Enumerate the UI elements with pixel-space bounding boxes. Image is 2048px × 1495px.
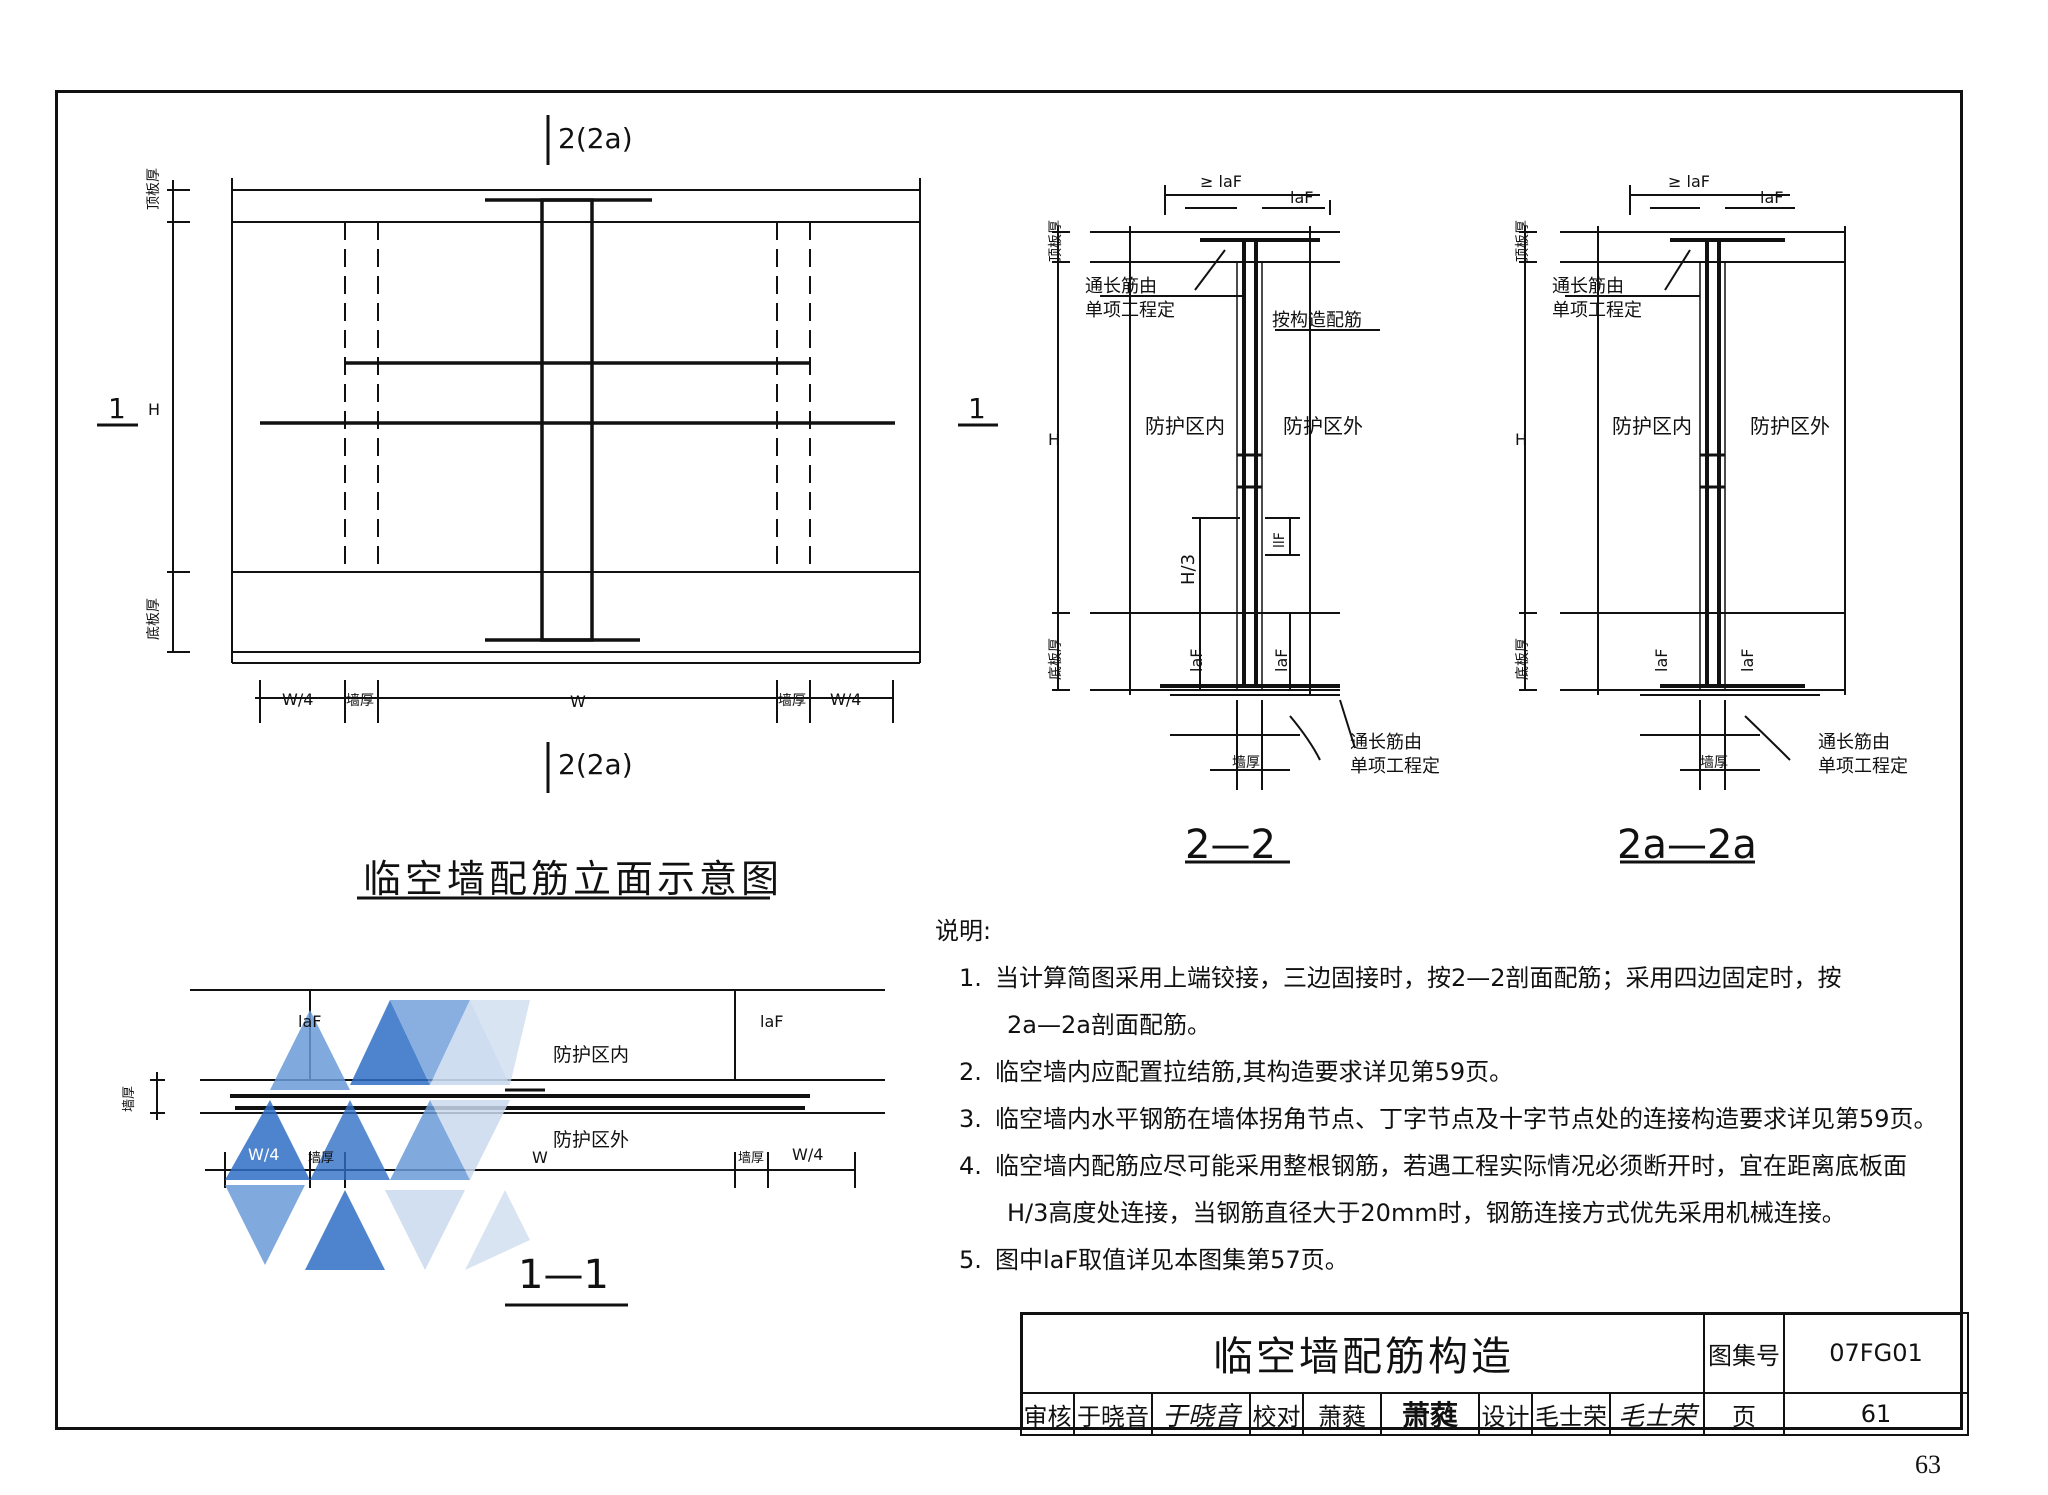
designer: 毛士荣 bbox=[1531, 1392, 1611, 1436]
note-item-cont: H/3高度处连接，当钢筋直径大于20mm时，钢筋连接方式优先采用机械连接。 bbox=[1007, 1199, 1846, 1227]
s22-laf-b2: laF bbox=[1272, 648, 1291, 672]
watermark-logo bbox=[225, 1000, 530, 1270]
s22-outside: 防护区外 bbox=[1283, 414, 1363, 438]
check-label: 校对 bbox=[1249, 1392, 1304, 1436]
s11-laf-right: laF bbox=[760, 1012, 784, 1031]
elevation-title: 临空墙配筋立面示意图 bbox=[363, 857, 784, 901]
dim-w4-left: W/4 bbox=[282, 690, 314, 709]
section-mark-bottom: 2(2a) bbox=[558, 748, 633, 781]
checker-signature: 萧蕤 bbox=[1380, 1392, 1480, 1436]
dim-wall-left: 墙厚 bbox=[346, 693, 374, 709]
s22-ge-laf: ≥ laF bbox=[1200, 172, 1242, 191]
drawing-title: 临空墙配筋构造 bbox=[1020, 1312, 1705, 1394]
s2a-through-bar-b2: 单项工程定 bbox=[1818, 756, 1908, 777]
s2a-through-bar-2: 单项工程定 bbox=[1552, 300, 1642, 321]
s2a-through-bar-b: 通长筋由 bbox=[1818, 732, 1890, 753]
s2a-through-bar: 通长筋由 bbox=[1552, 276, 1624, 297]
atlas-no: 07FG01 bbox=[1783, 1312, 1969, 1394]
s11-wall-left: 墙厚 bbox=[308, 1151, 335, 1166]
reviewer-signature: 于晓音 bbox=[1151, 1392, 1251, 1436]
reviewer: 于晓音 bbox=[1073, 1392, 1153, 1436]
note-item-cont: 2a—2a剖面配筋。 bbox=[1007, 1011, 1211, 1039]
bottom-slab-label: 底板厚 bbox=[146, 598, 162, 640]
s2a-outside: 防护区外 bbox=[1750, 414, 1830, 438]
note-item: 3.临空墙内水平钢筋在墙体拐角节点、丁字节点及十字节点处的连接构造要求详见第59… bbox=[959, 1105, 1938, 1133]
atlas-label: 图集号 bbox=[1703, 1312, 1785, 1394]
s2a-inside: 防护区内 bbox=[1612, 414, 1692, 438]
top-slab-label: 顶板厚 bbox=[146, 168, 162, 210]
title-block: 临空墙配筋构造 图集号 07FG01 审核 于晓音 于晓音 校对 萧蕤 萧蕤 设… bbox=[1020, 1312, 1969, 1436]
s11-inside: 防护区内 bbox=[553, 1044, 630, 1066]
s2a-bottom-slab: 底板厚 bbox=[1515, 638, 1531, 680]
s2a-laf-b2: laF bbox=[1738, 648, 1757, 672]
s11-w: W bbox=[532, 1148, 548, 1167]
s2a-height: H bbox=[1515, 430, 1528, 449]
review-label: 审核 bbox=[1020, 1392, 1075, 1436]
s2a-wall: 墙厚 bbox=[1700, 755, 1728, 771]
s11-laf-left: laF bbox=[298, 1012, 322, 1031]
notes: 说明: 1.当计算简图采用上端铰接，三边固接时，按2—2剖面配筋；采用四边固定时… bbox=[935, 908, 1955, 1284]
s2a-laf-top: laF bbox=[1760, 188, 1784, 207]
note-item: 4.临空墙内配筋应尽可能采用整根钢筋，若遇工程实际情况必须断开时，宜在距离底板面 bbox=[959, 1152, 1907, 1180]
s2a-laf-b1: laF bbox=[1652, 648, 1671, 672]
s22-through-bar-b: 通长筋由 bbox=[1350, 732, 1422, 753]
s22-title: 2—2 bbox=[1185, 822, 1276, 868]
s22-height: H bbox=[1048, 430, 1061, 449]
s2a-ge-laf: ≥ laF bbox=[1668, 172, 1710, 191]
page-label: 页 bbox=[1703, 1392, 1785, 1436]
notes-heading: 说明: bbox=[935, 917, 992, 945]
s22-bottom-slab: 底板厚 bbox=[1048, 638, 1064, 680]
designer-signature: 毛士荣 bbox=[1609, 1392, 1705, 1436]
s2a-top-slab: 顶板厚 bbox=[1515, 220, 1531, 262]
note-item: 5.图中laF取值详见本图集第57页。 bbox=[959, 1246, 1349, 1274]
s22-llf: llF bbox=[1272, 532, 1288, 548]
height-label: H bbox=[148, 400, 161, 419]
s11-w4-right: W/4 bbox=[792, 1145, 824, 1164]
s11-wall-thk: 墙厚 bbox=[122, 1085, 137, 1112]
note-item: 2.临空墙内应配置拉结筋,其构造要求详见第59页。 bbox=[959, 1058, 1514, 1086]
s11-w4-left: W/4 bbox=[248, 1145, 280, 1164]
page-number: 63 bbox=[1915, 1450, 1941, 1479]
dim-w4-right: W/4 bbox=[830, 690, 862, 709]
checker: 萧蕤 bbox=[1302, 1392, 1382, 1436]
s22-wall: 墙厚 bbox=[1232, 755, 1260, 771]
s22-through-bar-2: 单项工程定 bbox=[1085, 300, 1175, 321]
s22-h3: H/3 bbox=[1178, 553, 1199, 585]
note-item: 1.当计算简图采用上端铰接，三边固接时，按2—2剖面配筋；采用四边固定时，按 bbox=[959, 964, 1842, 992]
s2a-title: 2a—2a bbox=[1617, 822, 1757, 868]
s22-through-bar: 通长筋由 bbox=[1085, 276, 1157, 297]
design-label: 设计 bbox=[1478, 1392, 1533, 1436]
dim-wall-right: 墙厚 bbox=[778, 693, 806, 709]
s22-laf-top: laF bbox=[1290, 188, 1314, 207]
s22-top-slab: 顶板厚 bbox=[1048, 220, 1064, 262]
section-mark-top: 2(2a) bbox=[558, 122, 633, 155]
s22-inside: 防护区内 bbox=[1145, 414, 1225, 438]
s22-laf-b1: laF bbox=[1187, 648, 1206, 672]
s11-outside: 防护区外 bbox=[553, 1129, 630, 1151]
s11-wall-right: 墙厚 bbox=[738, 1151, 765, 1166]
section-1-mark-right: 1 bbox=[968, 392, 986, 425]
section-1-mark-left: 1 bbox=[108, 392, 126, 425]
s22-construct-bar: 按构造配筋 bbox=[1272, 310, 1362, 331]
page-no: 61 bbox=[1783, 1392, 1969, 1436]
drawing-frame bbox=[55, 90, 1963, 1430]
s11-title: 1—1 bbox=[518, 1252, 609, 1298]
s22-through-bar-b2: 单项工程定 bbox=[1350, 756, 1440, 777]
dim-w: W bbox=[570, 692, 586, 711]
